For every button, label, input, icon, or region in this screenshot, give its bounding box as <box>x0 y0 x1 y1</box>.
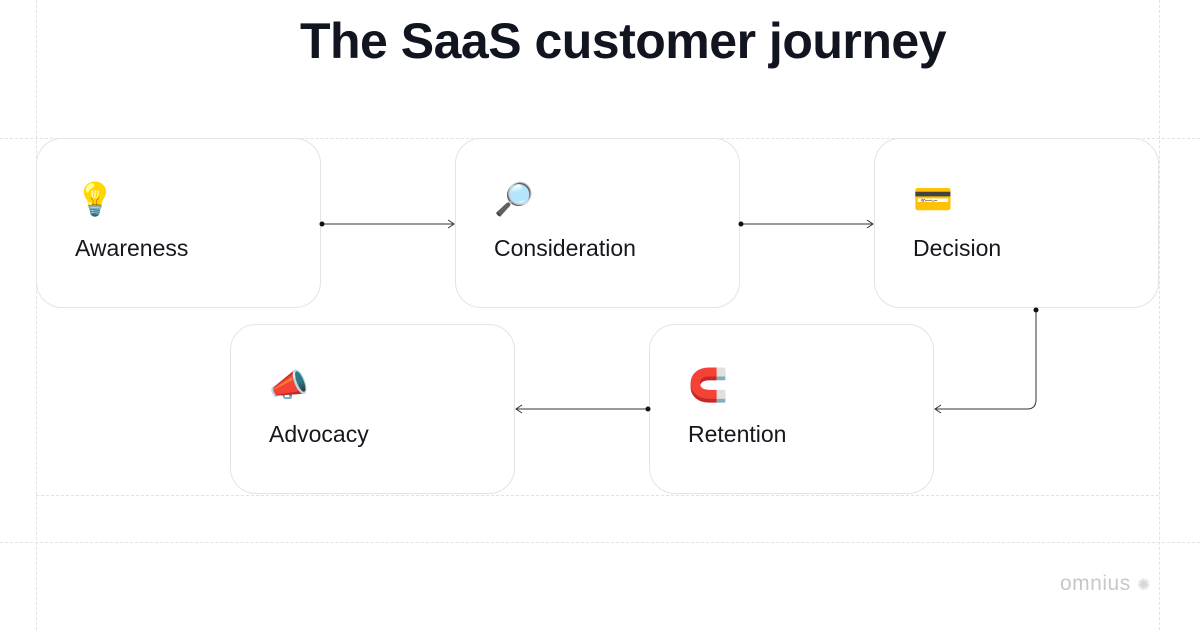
connector-dot <box>319 221 325 227</box>
stage-label: Retention <box>688 421 787 447</box>
stage-card-retention: 🧲 Retention <box>649 324 934 494</box>
guide-line <box>36 0 37 630</box>
guide-line <box>1159 0 1160 630</box>
stage-label: Consideration <box>494 235 636 261</box>
connector-dot <box>738 221 744 227</box>
magnet-icon: 🧲 <box>688 367 728 403</box>
stage-label: Advocacy <box>269 421 369 447</box>
megaphone-icon: 📣 <box>269 367 309 403</box>
light-bulb-icon: 💡 <box>75 181 115 217</box>
magnifying-glass-icon: 🔎 <box>494 181 534 217</box>
connector-arrow <box>741 219 874 229</box>
credit-card-icon: 💳 <box>913 181 953 217</box>
stage-card-consideration: 🔎 Consideration <box>455 138 740 308</box>
stage-card-awareness: 💡 Awareness <box>36 138 321 308</box>
sparkle-icon: ✺ <box>1137 577 1151 594</box>
connector-dot <box>1033 307 1039 313</box>
stage-card-advocacy: 📣 Advocacy <box>230 324 515 494</box>
stage-label: Awareness <box>75 235 189 261</box>
guide-line <box>36 495 1159 496</box>
stage-label: Decision <box>913 235 1002 261</box>
guide-line <box>0 542 1200 543</box>
connector-arrow <box>322 219 455 229</box>
omnius-logo: omnius ✺ <box>1060 572 1151 595</box>
page-title: The SaaS customer journey <box>299 13 947 69</box>
connector-dot <box>645 406 651 412</box>
connector-arrow <box>515 404 648 414</box>
connector-arrow <box>934 310 1037 414</box>
stage-card-decision: 💳 Decision <box>874 138 1159 308</box>
